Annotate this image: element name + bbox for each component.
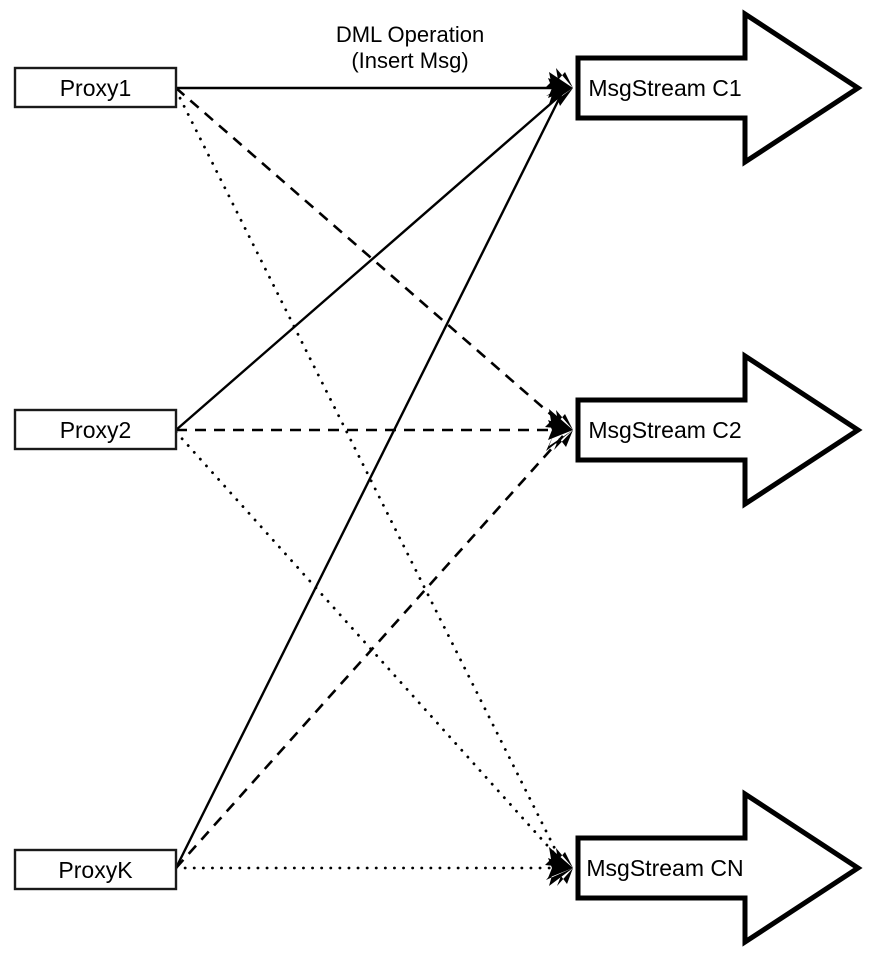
msgstream-cn-label: MsgStream CN <box>586 855 743 881</box>
proxy-box-proxy2[interactable]: Proxy2 <box>13 408 178 451</box>
edge-group <box>174 86 568 870</box>
msgstream-arrow-cn[interactable]: MsgStream CN <box>575 789 863 947</box>
edge-proxy2-to-msgstream-c1 <box>175 92 564 431</box>
proxy-box-proxy1[interactable]: Proxy1 <box>13 66 178 109</box>
edge-proxyk-to-msgstream-c1 <box>174 94 563 869</box>
edge-proxy2-to-msgstream-cn <box>174 430 565 865</box>
proxyk-label: ProxyK <box>58 857 133 883</box>
msgstream-c1-label: MsgStream C1 <box>588 75 741 101</box>
arrowhead-msgstream-cn <box>545 847 573 886</box>
edge-label-line2: (Insert Msg) <box>351 48 468 73</box>
edge-proxy1-to-msgstream-c2 <box>175 87 564 426</box>
proxy-box-proxyk[interactable]: ProxyK <box>13 848 178 891</box>
msgstream-arrow-c1[interactable]: MsgStream C1 <box>575 9 863 167</box>
msgstream-c2-label: MsgStream C2 <box>588 417 741 443</box>
arrowhead-msgstream-c1 <box>545 68 573 106</box>
arrowhead-group <box>545 68 573 886</box>
arrowhead-msgstream-c2 <box>545 409 573 451</box>
proxy2-label: Proxy2 <box>60 417 132 443</box>
proxy1-label: Proxy1 <box>60 75 132 101</box>
edge-label-line1: DML Operation <box>336 22 484 47</box>
msgstream-arrow-c2[interactable]: MsgStream C2 <box>575 351 863 509</box>
edge-proxy1-to-msgstream-cn <box>174 88 563 863</box>
edge-label-dml-operation: DML Operation (Insert Msg) <box>336 22 484 73</box>
edge-proxyk-to-msgstream-c2 <box>175 435 564 869</box>
